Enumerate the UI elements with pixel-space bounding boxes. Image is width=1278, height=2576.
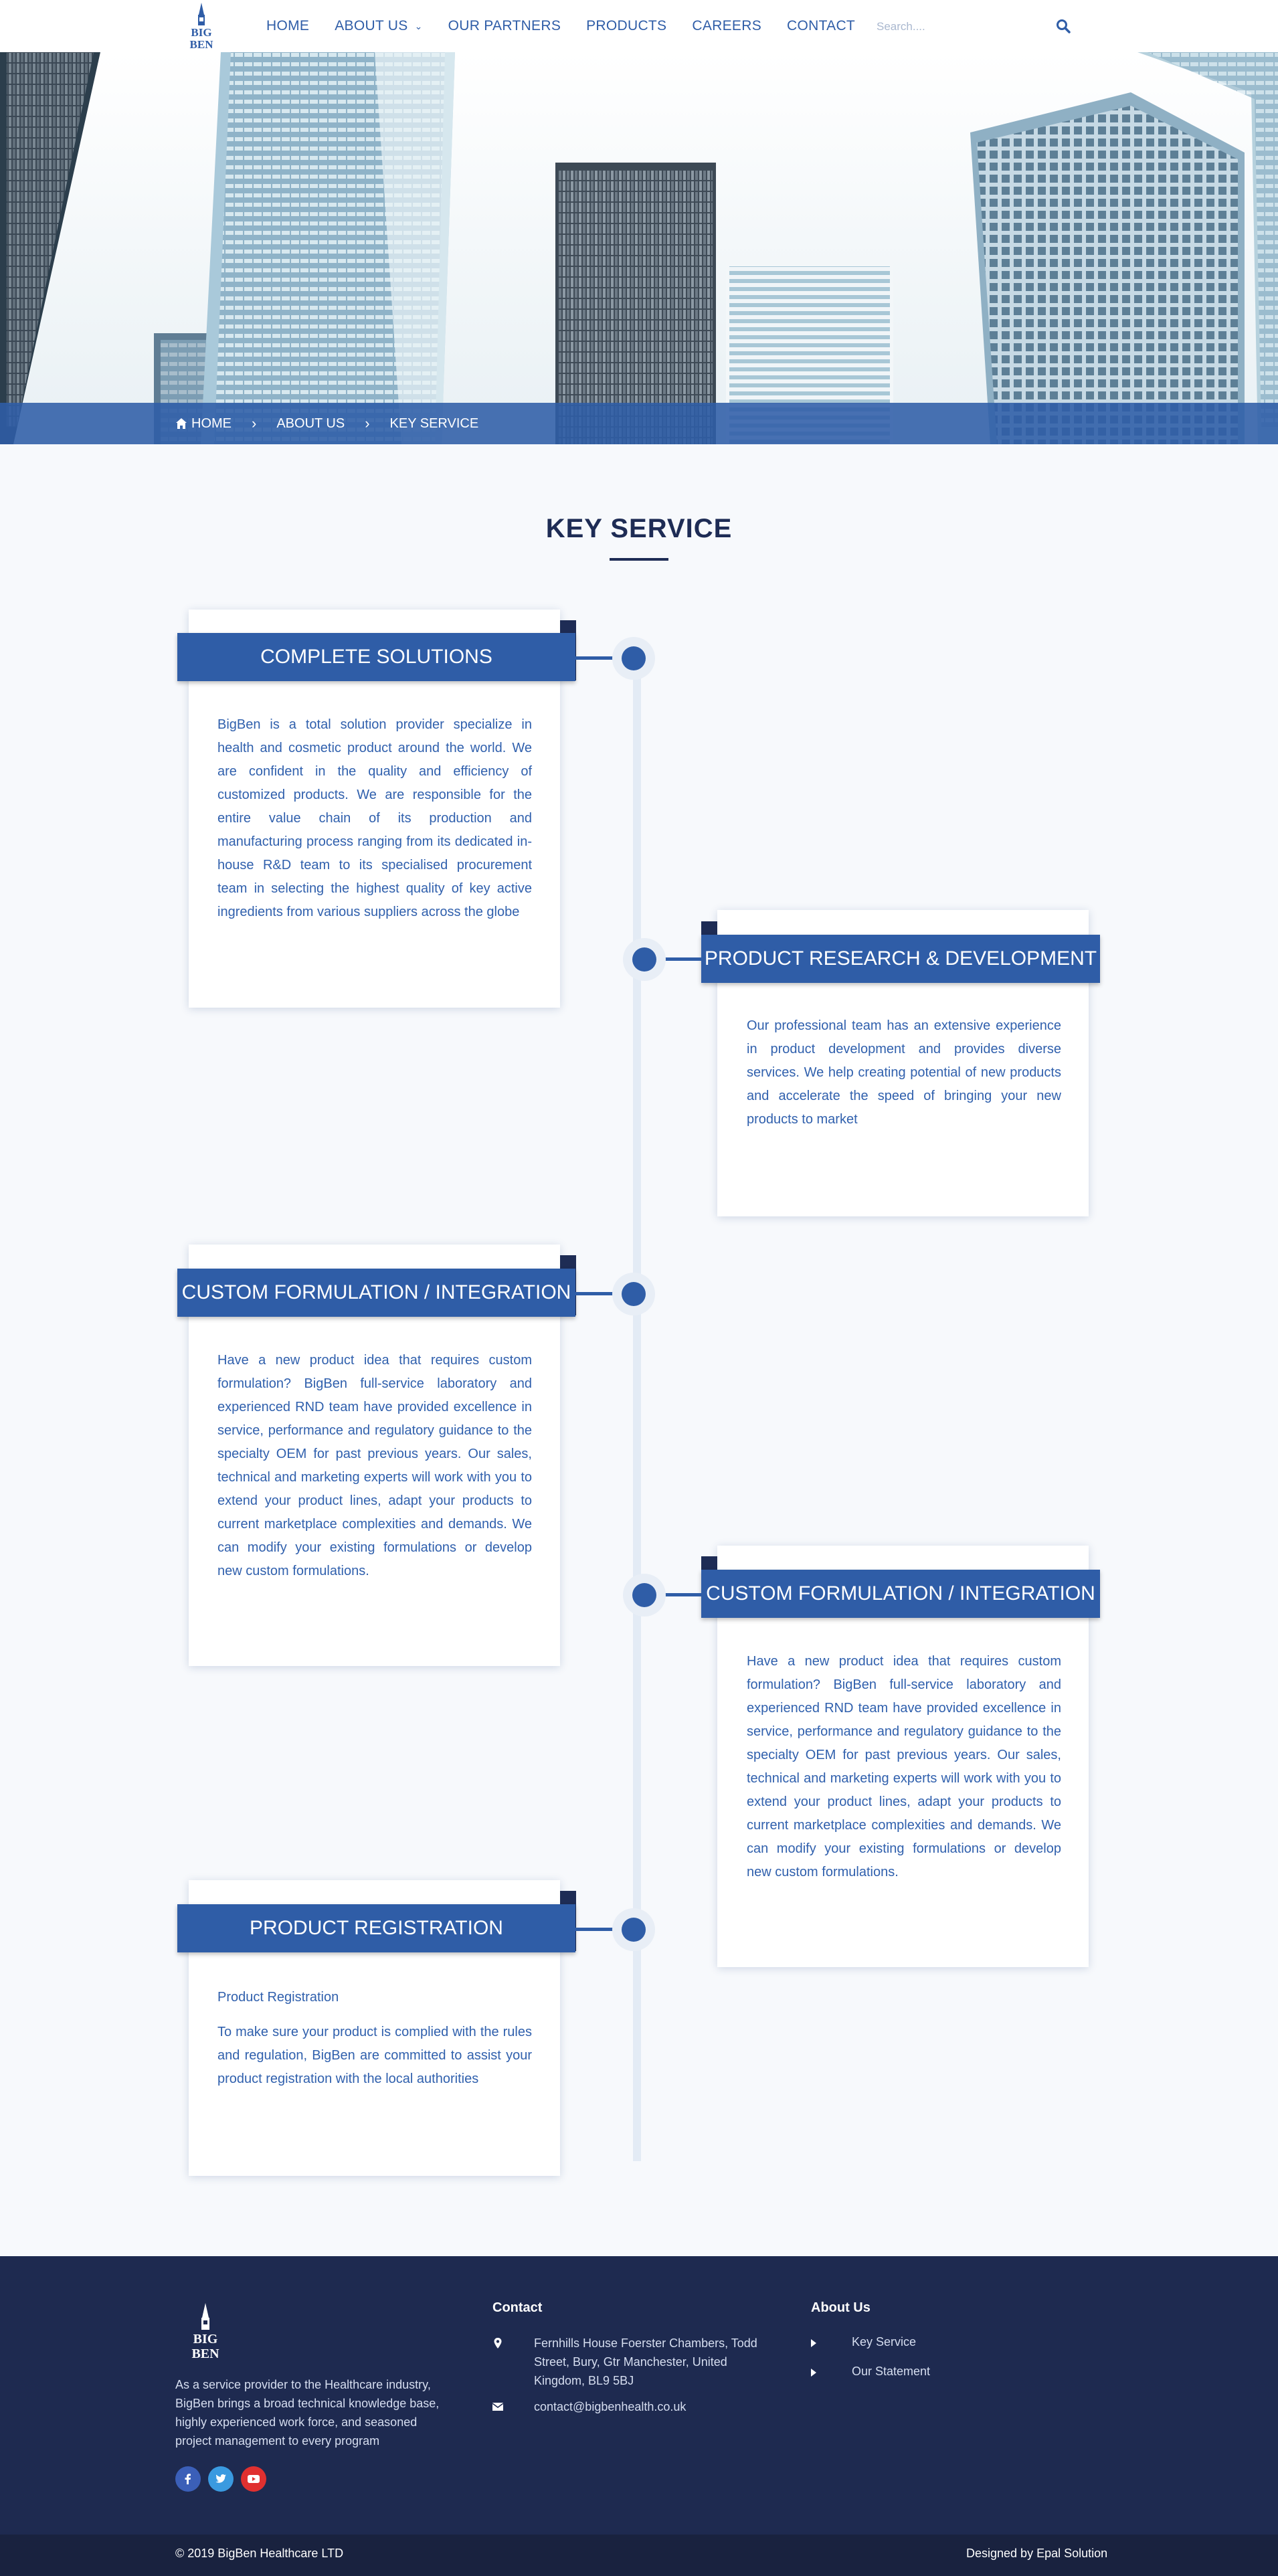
timeline-connector [646,1593,701,1596]
service-title-banner: COMPLETE SOLUTIONS [177,633,575,681]
nav-contact[interactable]: CONTACT [787,18,855,34]
timeline-connector [575,656,626,660]
svg-text:BIG: BIG [191,26,211,39]
service-subtitle: Product Registration [217,1990,339,2005]
main-nav: HOME ABOUT US ⌄ OUR PARTNERS PRODUCTS CAR… [266,0,881,52]
footer-bottom-bar [0,2535,1278,2576]
breadcrumb-about-us[interactable]: ABOUT US [276,416,345,431]
timeline-dot [623,1574,666,1617]
breadcrumb-home[interactable]: HOME [175,416,232,432]
nav-our-partners[interactable]: OUR PARTNERS [448,18,561,34]
nav-our-partners-label: OUR PARTNERS [448,18,561,33]
nav-about-us-label: ABOUT US [335,18,408,33]
timeline-line [633,669,641,2161]
breadcrumb-separator-icon: › [252,415,257,432]
facebook-button[interactable] [175,2466,201,2492]
youtube-icon [248,2475,260,2483]
nav-contact-label: CONTACT [787,18,856,33]
footer-link-our-statement[interactable]: Our Statement [852,2365,931,2378]
svg-text:BEN: BEN [191,2347,219,2361]
timeline-dot [623,938,666,981]
timeline-dot [612,637,655,680]
search-input[interactable] [877,16,1051,37]
timeline-connector [575,1292,626,1295]
service-description: BigBen is a total solution provider spec… [217,717,532,919]
service-description: To make sure your product is complied wi… [217,2025,532,2086]
envelope-icon [492,2403,504,2411]
page-title: KEY SERVICE [545,514,733,543]
nav-products-label: PRODUCTS [586,18,667,33]
site-header: BIG BEN HOME ABOUT US ⌄ OUR PARTNERS PROD… [0,0,1278,52]
service-description: Our professional team has an extensive e… [747,1018,1061,1127]
skyscrapers-image [0,52,1278,444]
map-pin-icon [494,2338,502,2349]
timeline-dot [612,1908,655,1951]
twitter-button[interactable] [208,2466,234,2492]
timeline-connector [575,1928,626,1931]
footer-bigben-logo[interactable]: BIG BEN [186,2302,225,2361]
timeline-connector [646,957,701,961]
breadcrumb-separator-icon: › [365,415,370,432]
service-title-banner: CUSTOM FORMULATION / INTEGRATION [701,1570,1100,1618]
bigben-logo[interactable]: BIG BEN [186,1,217,51]
svg-text:BIG: BIG [193,2332,218,2347]
service-description: Have a new product idea that requires cu… [217,1353,532,1578]
breadcrumb-home-label: HOME [191,416,232,431]
nav-home[interactable]: HOME [266,18,309,34]
chevron-down-icon: ⌄ [414,20,423,31]
title-underline [610,558,668,561]
home-icon [176,418,187,429]
breadcrumb: HOME › ABOUT US › KEY SERVICE [0,403,1278,444]
caret-right-icon [811,2369,816,2377]
designer-credit-link[interactable]: Designed by Epal Solution [966,2547,1108,2560]
svg-text:BEN: BEN [190,38,214,51]
nav-careers[interactable]: CAREERS [692,18,761,34]
nav-products[interactable]: PRODUCTS [586,18,666,34]
twitter-icon [215,2474,226,2483]
nav-careers-label: CAREERS [692,18,761,33]
breadcrumb-key-service: KEY SERVICE [389,416,479,431]
nav-about-us[interactable]: ABOUT US ⌄ [335,18,422,34]
youtube-button[interactable] [241,2466,266,2492]
nav-home-label: HOME [266,18,310,33]
timeline-dot [612,1273,655,1315]
footer-about-text: As a service provider to the Healthcare … [175,2378,440,2448]
copyright-text: © 2019 BigBen Healthcare LTD [175,2547,344,2560]
footer-about-heading: About Us [811,2300,871,2315]
search-icon[interactable] [1056,19,1071,33]
caret-right-icon [811,2339,816,2347]
footer-email-link[interactable]: contact@bigbenhealth.co.uk [534,2400,687,2413]
service-title-banner: CUSTOM FORMULATION / INTEGRATION [177,1269,575,1317]
footer-link-key-service[interactable]: Key Service [852,2335,917,2349]
service-description: Have a new product idea that requires cu… [747,1654,1061,1879]
footer-contact-heading: Contact [492,2300,543,2315]
footer-address: Fernhills House Foerster Chambers, Todd … [534,2336,757,2387]
hero-banner [0,52,1278,444]
service-title-banner: PRODUCT REGISTRATION [177,1904,575,1952]
facebook-icon [185,2474,191,2484]
service-title-banner: PRODUCT RESEARCH & DEVELOPMENT [701,935,1100,983]
